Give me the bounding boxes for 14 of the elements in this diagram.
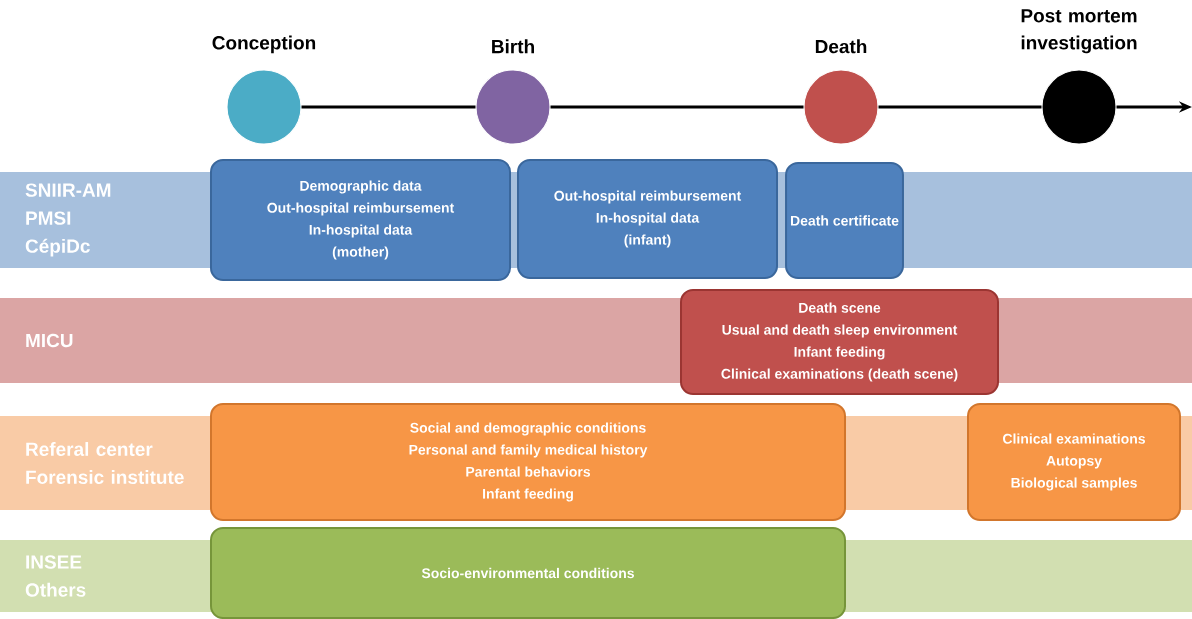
data-box: Social and demographic conditions Personal and family medical history Parental behaviors Infant feeding	[210, 403, 846, 521]
node-label: Death	[815, 39, 867, 54]
timeline-line	[878, 105, 1042, 109]
node-label: Birth	[492, 39, 534, 54]
data-box: Demographic data Out-hospital reimbursement In-hospital data (mother)	[210, 159, 511, 281]
data-box: Out-hospital reimbursement In-hospital data (infant)	[517, 159, 778, 279]
timeline-line	[550, 105, 804, 109]
timeline-line	[301, 105, 476, 109]
data-box: Socio-environmental conditions	[210, 527, 846, 619]
node-label: Conception	[212, 35, 316, 54]
data-box: Clinical examinations Autopsy Biological samples	[967, 403, 1181, 521]
data-box: Death scene Usual and death sleep environment Infant feeding Clinical examinations (death scene)	[680, 289, 999, 395]
data-box: Death certificate	[785, 162, 904, 279]
node-label: Post mortem investigation	[1021, 9, 1137, 54]
